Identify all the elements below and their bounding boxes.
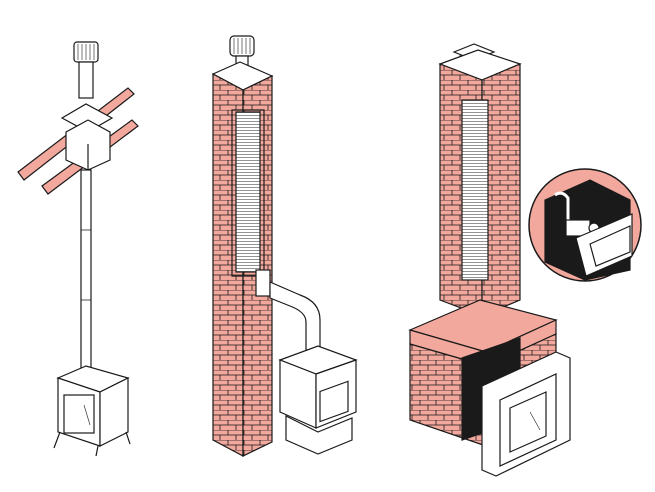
inset-detail [528, 168, 642, 282]
chimney-cap-icon [73, 41, 99, 99]
wood-stove-icon [53, 365, 131, 457]
wood-stove-icon [278, 345, 358, 455]
chimney-liner [461, 99, 489, 281]
chimney-liner [235, 111, 261, 273]
scene-fireplace-insert [408, 43, 571, 477]
ceiling-support-box [60, 103, 114, 171]
stove-pipe [80, 169, 92, 371]
fireplace-insert-icon [481, 351, 571, 477]
scene-masonry-chimney-stove [211, 35, 358, 457]
scene-freestanding-stove [17, 41, 139, 457]
